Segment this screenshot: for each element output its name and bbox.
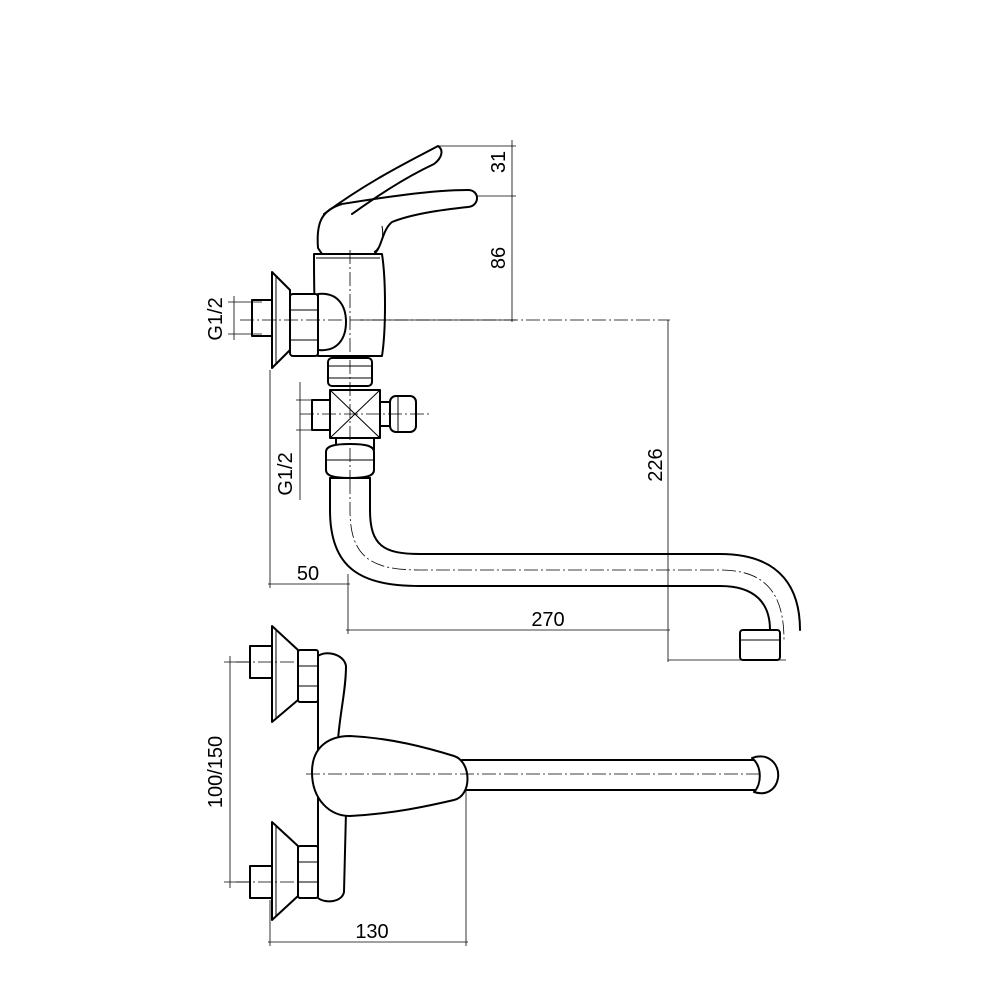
dim-handle-height-label: 31 <box>488 151 510 173</box>
top-view-upper-inlet <box>249 625 319 723</box>
dim-spout-drop-label: 226 <box>645 448 667 481</box>
top-view-lower-inlet <box>249 821 319 921</box>
top-view: 100/150 130 <box>205 625 780 946</box>
dim-thread-top <box>228 296 262 340</box>
dim-spout-drop <box>667 320 786 662</box>
top-view-body <box>317 652 347 903</box>
dim-inlet-spacing-label: 100/150 <box>205 736 227 808</box>
dim-thread-side <box>296 382 316 500</box>
dim-inlet-spacing <box>224 656 250 888</box>
dim-body-height-label: 86 <box>488 247 510 269</box>
side-view: 31 86 226 G1/2 G1/2 50 <box>205 140 801 662</box>
spout <box>329 477 801 661</box>
mixer-body <box>313 253 386 357</box>
dim-wall-offset-label: 50 <box>297 563 319 585</box>
dim-body-depth-label: 130 <box>355 921 388 943</box>
dim-wall-offset <box>268 370 350 634</box>
dim-body-depth <box>268 790 468 946</box>
dim-vertical-handle-body <box>360 140 516 322</box>
dim-spout-reach-label: 270 <box>531 609 564 631</box>
diverter-assembly <box>311 357 417 479</box>
lever-handle <box>316 145 478 255</box>
dim-thread-top-label: G1/2 <box>205 297 227 340</box>
dim-thread-side-label: G1/2 <box>275 452 297 495</box>
top-view-handle <box>311 735 469 817</box>
top-view-spout <box>461 755 780 795</box>
